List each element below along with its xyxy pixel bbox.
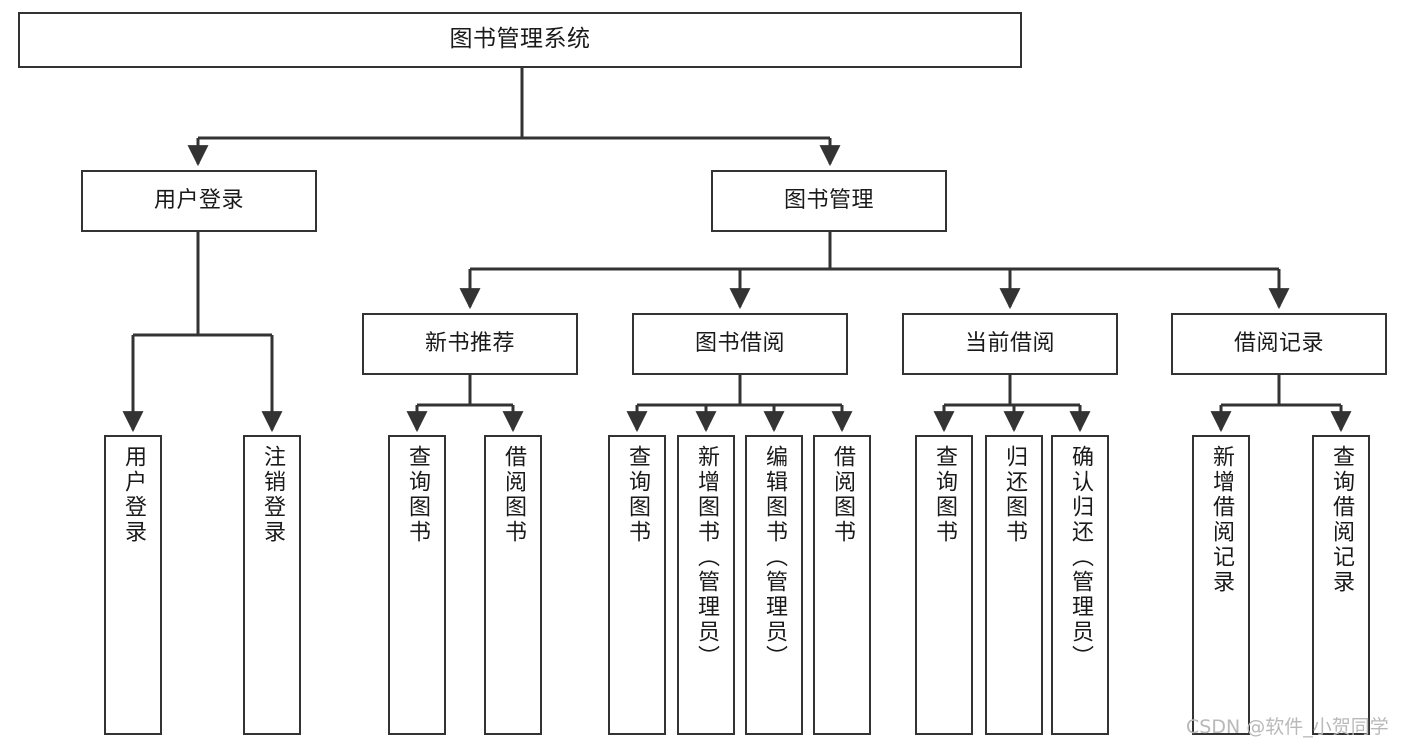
node-label: 确认归还（管理员） (1067, 445, 1093, 670)
node-label: 新增借阅记录 (1208, 445, 1234, 595)
node-label: 查询图书 (931, 445, 957, 545)
leaf-query-borrow-record[interactable]: 查询借阅记录 (1312, 435, 1370, 735)
node-label: 用户登录 (153, 188, 244, 214)
leaf-return-book[interactable]: 归还图书 (985, 435, 1043, 735)
node-label: 借阅记录 (1233, 331, 1324, 357)
leaf-add-borrow-record[interactable]: 新增借阅记录 (1192, 435, 1250, 735)
leaf-query-book-current[interactable]: 查询图书 (915, 435, 973, 735)
leaf-confirm-return-admin[interactable]: 确认归还（管理员） (1051, 435, 1109, 735)
leaf-borrow-book-recommend[interactable]: 借阅图书 (484, 435, 542, 735)
leaf-logout[interactable]: 注销登录 (243, 435, 301, 735)
node-label: 归还图书 (1001, 445, 1027, 545)
node-book-borrow[interactable]: 图书借阅 (632, 313, 848, 375)
node-borrow-record[interactable]: 借阅记录 (1171, 313, 1387, 375)
node-label: 查询图书 (624, 445, 650, 545)
node-new-book-recommend[interactable]: 新书推荐 (362, 313, 578, 375)
node-label: 借阅图书 (500, 445, 526, 545)
leaf-borrow-book[interactable]: 借阅图书 (813, 435, 871, 735)
leaf-edit-book-admin[interactable]: 编辑图书（管理员） (745, 435, 803, 735)
node-user-login[interactable]: 用户登录 (81, 170, 317, 232)
node-label: 新增图书（管理员） (693, 445, 719, 670)
node-label: 查询借阅记录 (1328, 445, 1354, 595)
node-label: 查询图书 (404, 445, 430, 545)
node-label: 注销登录 (259, 445, 285, 545)
node-label: 用户登录 (120, 445, 146, 545)
node-label: 新书推荐 (424, 331, 515, 357)
node-root-system[interactable]: 图书管理系统 (18, 12, 1022, 68)
node-label: 编辑图书（管理员） (761, 445, 787, 670)
node-label: 当前借阅 (964, 331, 1055, 357)
leaf-query-book-recommend[interactable]: 查询图书 (388, 435, 446, 735)
node-label: 借阅图书 (829, 445, 855, 545)
node-current-borrow[interactable]: 当前借阅 (902, 313, 1118, 375)
leaf-add-book-admin[interactable]: 新增图书（管理员） (677, 435, 735, 735)
leaf-user-login[interactable]: 用户登录 (104, 435, 162, 735)
leaf-query-book-borrow[interactable]: 查询图书 (608, 435, 666, 735)
node-label: 图书借阅 (694, 331, 785, 357)
node-label: 图书管理 (783, 188, 874, 214)
csdn-watermark: CSDN @软件_小贺同学 (1186, 716, 1389, 738)
node-label: 图书管理系统 (449, 26, 591, 53)
node-book-management[interactable]: 图书管理 (711, 170, 947, 232)
